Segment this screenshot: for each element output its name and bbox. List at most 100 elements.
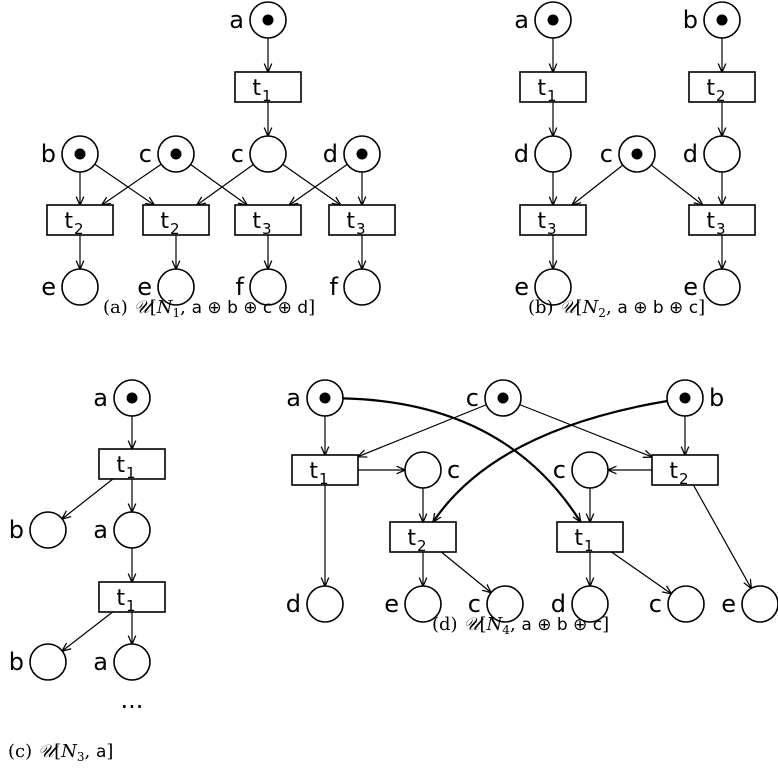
caption-d: (d) 𝒰[N4, a ⊕ b ⊕ c] bbox=[432, 614, 609, 637]
place-label: c bbox=[231, 140, 244, 168]
transition-label: t3 bbox=[346, 209, 365, 238]
place-circle bbox=[343, 268, 381, 306]
place-circle bbox=[249, 135, 287, 173]
place-a_e2: e bbox=[137, 268, 195, 306]
place-b_a: a bbox=[514, 1, 572, 39]
place-circle bbox=[61, 268, 99, 306]
transition-box bbox=[688, 204, 756, 236]
transition-box bbox=[234, 204, 302, 236]
place-circle bbox=[249, 268, 287, 306]
transition-label: t1 bbox=[116, 586, 135, 615]
transition-box bbox=[556, 521, 624, 553]
place-label: e bbox=[137, 273, 152, 301]
place-label: c bbox=[468, 590, 481, 618]
continuation-dots: ... bbox=[121, 686, 144, 714]
transition-box bbox=[328, 204, 396, 236]
transition-a_t2a: t2 bbox=[46, 204, 114, 238]
transition-box bbox=[142, 204, 210, 236]
transition-a_t1: t1 bbox=[234, 71, 302, 105]
place-label: a bbox=[93, 384, 108, 412]
transition-box bbox=[519, 204, 587, 236]
place-label: a bbox=[514, 6, 529, 34]
transition-d_t2b: t2 bbox=[651, 454, 719, 488]
place-circle bbox=[113, 511, 151, 549]
transition-label: t2 bbox=[64, 209, 83, 238]
place-a_d: d bbox=[323, 135, 381, 173]
place-c_b2: b bbox=[9, 643, 67, 681]
transition-d_t2a: t2 bbox=[389, 521, 457, 555]
transition-b_t1: t1 bbox=[519, 71, 587, 105]
place-label: e bbox=[384, 590, 399, 618]
place-circle bbox=[404, 451, 442, 489]
token-dot bbox=[262, 14, 274, 26]
transition-b_t2: t2 bbox=[688, 71, 756, 105]
transition-box bbox=[98, 448, 166, 480]
place-label: d bbox=[286, 590, 301, 618]
token-dot bbox=[497, 392, 509, 404]
place-circle bbox=[113, 643, 151, 681]
arc-d_t1b-to-d_c4 bbox=[611, 551, 671, 594]
place-b_c: c bbox=[600, 135, 656, 173]
transition-box bbox=[234, 71, 302, 103]
place-label: c bbox=[447, 456, 460, 484]
place-circle bbox=[534, 135, 572, 173]
token-dot bbox=[126, 392, 138, 404]
place-circle bbox=[741, 585, 778, 623]
place-label: b bbox=[41, 140, 56, 168]
transition-box bbox=[389, 521, 457, 553]
arc-d_c-to-d_t1a bbox=[358, 404, 487, 457]
place-d_e2: e bbox=[721, 585, 778, 623]
place-label: c bbox=[139, 140, 152, 168]
place-label: d bbox=[323, 140, 338, 168]
transition-label: t1 bbox=[537, 76, 556, 105]
transition-box bbox=[291, 454, 359, 486]
caption-c: (c) 𝒰[N3, a] bbox=[8, 741, 113, 764]
place-a_c2: c bbox=[231, 135, 287, 173]
place-label: e bbox=[41, 273, 56, 301]
transition-label: t3 bbox=[252, 209, 271, 238]
transition-a_t2b: t2 bbox=[142, 204, 210, 238]
place-label: d bbox=[551, 590, 566, 618]
transition-label: t1 bbox=[116, 453, 135, 482]
place-label: e bbox=[721, 590, 736, 618]
transition-label: t1 bbox=[309, 459, 328, 488]
token-dot bbox=[74, 148, 86, 160]
place-label: c bbox=[466, 384, 479, 412]
transition-label: t1 bbox=[574, 526, 593, 555]
transition-label: t2 bbox=[160, 209, 179, 238]
place-a_f2: f bbox=[330, 268, 381, 306]
place-circle bbox=[571, 585, 609, 623]
place-d_c3: c bbox=[468, 585, 524, 623]
arc-a_b-to-a_t2b bbox=[94, 163, 154, 205]
place-b_b: b bbox=[683, 1, 741, 39]
transition-label: t2 bbox=[706, 76, 725, 105]
place-b_d2: d bbox=[683, 135, 741, 173]
transition-box bbox=[688, 71, 756, 103]
token-dot bbox=[170, 148, 182, 160]
place-label: f bbox=[330, 273, 339, 301]
place-circle bbox=[571, 451, 609, 489]
place-b_e1: e bbox=[514, 268, 572, 306]
place-a_f1: f bbox=[236, 268, 287, 306]
place-label: e bbox=[514, 273, 529, 301]
place-d_c: c bbox=[466, 379, 522, 417]
place-a_e1: e bbox=[41, 268, 99, 306]
place-a_c1: c bbox=[139, 135, 195, 173]
transition-box bbox=[519, 71, 587, 103]
place-d_c1: c bbox=[404, 451, 460, 489]
arc-b_c-to-b_t3b bbox=[650, 164, 702, 205]
transition-c_t1b: t1 bbox=[98, 581, 166, 615]
place-label: a bbox=[93, 516, 108, 544]
transition-d_t1b: t1 bbox=[556, 521, 624, 555]
token-dot bbox=[716, 14, 728, 26]
transition-label: t3 bbox=[537, 209, 556, 238]
arc-b_c-to-b_t3a bbox=[572, 164, 624, 205]
place-circle bbox=[29, 511, 67, 549]
token-dot bbox=[679, 392, 691, 404]
place-label: c bbox=[600, 140, 613, 168]
transition-a_t3a: t3 bbox=[234, 204, 302, 238]
transition-b_t3a: t3 bbox=[519, 204, 587, 238]
place-c_a0: a bbox=[93, 379, 151, 417]
place-label: a bbox=[286, 384, 301, 412]
